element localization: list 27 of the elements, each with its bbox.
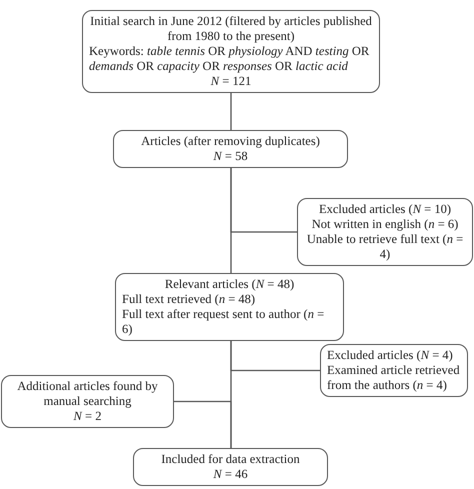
connector-line — [230, 93, 232, 130]
box-text: Included for data extraction — [160, 452, 301, 467]
box-text: Not written in english (n = 6) — [310, 217, 460, 232]
process-box — [133, 448, 328, 486]
box-text: N = 46 — [212, 467, 249, 482]
box-text: Keywords: table tennis OR physiology AND testing OR demands OR capacity OR responses OR lactic acid — [89, 44, 370, 74]
box-text: Articles (after removing duplicates) — [140, 134, 321, 149]
box-text: Initial search in June 2012 (filtered by articles published from 1980 to the present) — [89, 14, 373, 44]
connector-line — [174, 400, 232, 448]
process-box — [115, 273, 344, 341]
box-text: Additional articles found by manual searching — [16, 379, 159, 409]
box-text: Excluded articles (N = 10) — [318, 202, 452, 217]
box-text: N = 58 — [212, 149, 249, 164]
box-text: N = 121 — [210, 74, 252, 89]
box-text: Full text retrieved (n = 48) — [122, 292, 256, 307]
box-text: Relevant articles (N = 48) — [164, 277, 296, 292]
process-box — [320, 344, 468, 397]
process-box — [297, 198, 473, 266]
box-text: Examined article retrieved from the authors (n = 4) — [327, 363, 461, 393]
process-box — [1, 375, 174, 428]
box-text: Unable to retrieve full text (n = 4) — [306, 232, 464, 262]
box-text: Full text after request sent to author (n = 6) — [122, 307, 326, 337]
process-box — [82, 10, 380, 93]
box-text: N = 2 — [72, 409, 102, 424]
box-text: Excluded articles (N = 4) — [327, 348, 454, 363]
connector-line — [230, 168, 232, 273]
process-box — [113, 130, 348, 168]
